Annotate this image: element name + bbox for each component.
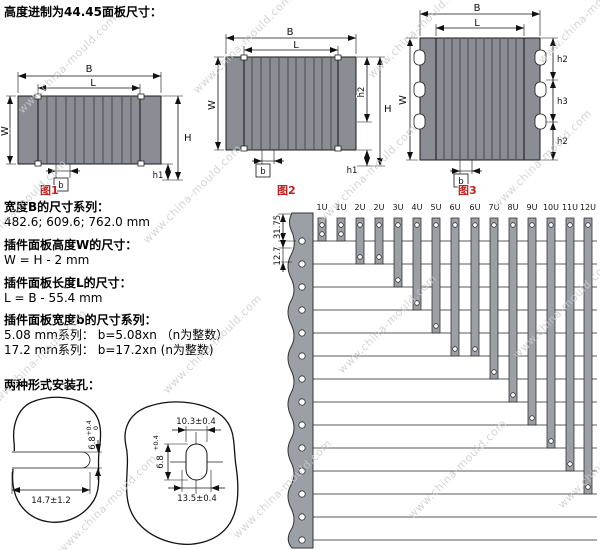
panel-fins — [251, 57, 332, 150]
panel-body — [225, 56, 357, 151]
figure-caption: 图1 — [40, 184, 59, 197]
b-dim-box — [453, 173, 469, 188]
mounting-plate-outline — [11, 396, 102, 523]
figure-caption: 图2 — [277, 184, 296, 197]
slot-height-tol-lower: 0 — [92, 426, 100, 430]
note-heading: 插件面板宽度b的尺寸系列： — [4, 313, 157, 327]
mounting-hole-2-group: 10.3±0.4 13.5±0.4 6.8 +0.4 — [124, 401, 239, 545]
dim-label-h2: h2 — [557, 55, 568, 65]
dim-label-B: B — [287, 27, 294, 38]
page-title: 高度进制为44.45面板尺寸： — [4, 5, 162, 19]
note-line: L = B - 55.4 mm — [4, 291, 103, 305]
dim-label-H: H — [184, 133, 192, 144]
dim-label-b: b — [458, 177, 463, 187]
figure-3-group: B L W h2 h3 h2 — [397, 2, 569, 198]
hole-height-tol-upper: +0.4 — [152, 435, 160, 451]
rack-unit-label: 4U — [412, 203, 423, 212]
rack-unit-label: 7U — [489, 203, 500, 212]
dim-label-b: b — [58, 181, 63, 191]
rack-diagram-group: 1U 1U 2U 2U 3U 4U 5U 6U 6U 7U 8U 9U 10U … — [272, 202, 597, 549]
dim-label-b: b — [260, 167, 265, 177]
rack-pitch-dim: 31.75 — [273, 215, 283, 239]
dim-label-H: H — [384, 104, 392, 115]
edge-notch — [534, 81, 547, 98]
note-heading: 两种形式安装孔： — [4, 378, 101, 392]
edge-notch — [534, 49, 547, 66]
dim-label-B: B — [86, 64, 93, 75]
slot-hole — [12, 451, 82, 469]
rack-unit-label: 1U — [317, 203, 328, 212]
rack-unit-label: 1U — [336, 203, 347, 212]
slot-height-tol-upper: +0.4 — [85, 420, 93, 436]
mounting-plate-outline — [124, 401, 239, 545]
outer-width-dim: 13.5±0.4 — [177, 494, 217, 504]
slot-height-dim: 6.8 — [88, 436, 98, 450]
dim-label-L: L — [90, 78, 96, 89]
edge-notch — [413, 81, 426, 98]
rack-unit-label: 10U — [543, 203, 559, 212]
slot-length-dim: 14.7±1.2 — [31, 496, 71, 506]
dim-label-h2: h2 — [357, 87, 367, 98]
dim-label-L: L — [293, 40, 299, 51]
rack-unit-label: 3U — [393, 203, 404, 212]
panel-body — [419, 37, 541, 161]
figure-2-group: B L W h2 H h1 b 图2 — [206, 26, 393, 198]
rack-unit-label: 6U — [470, 203, 481, 212]
rack-unit-label: 12U — [580, 203, 596, 212]
note-line: 5.08 mm系列： b=5.08xn （n为整数） — [4, 328, 229, 342]
hole-width-dim: 10.3±0.4 — [176, 417, 216, 427]
dim-label-B: B — [474, 3, 481, 14]
note-line: W = H - 2 mm — [4, 253, 90, 267]
rack-rail-holes — [298, 237, 306, 544]
hole-height-dim: 6.8 — [156, 455, 166, 469]
note-heading: 插件面板高度W的尺寸： — [4, 238, 138, 252]
edge-notch — [534, 113, 547, 130]
rack-unit-label: 5U — [431, 203, 442, 212]
mounting-hole-1-group: 14.7±1.2 6.8 +0.4 0 — [6, 396, 102, 523]
dim-label-W: W — [398, 95, 409, 105]
rack-unit-label: 2U — [355, 203, 366, 212]
dim-label-h3: h3 — [557, 97, 568, 107]
dim-label-L: L — [474, 18, 480, 29]
panel-fins — [443, 38, 517, 160]
note-line: 17.2 mm系列： b=17.2xn (n为整数) — [4, 343, 214, 357]
note-line: 482.6; 609.6; 762.0 mm — [4, 215, 150, 229]
note-block: 两种形式安装孔： — [4, 378, 100, 393]
note-block: 插件面板高度W的尺寸： W = H - 2 mm — [4, 238, 137, 268]
rack-unit-label: 8U — [508, 203, 519, 212]
panel-body — [17, 95, 162, 165]
note-heading: 宽度B的尺寸系列： — [4, 200, 110, 214]
note-block: 插件面板长度L的尺寸： L = B - 55.4 mm — [4, 276, 132, 306]
rack-offset-dim: 12.7 — [273, 247, 283, 266]
dim-label-W: W — [0, 126, 11, 136]
edge-notch — [413, 49, 426, 66]
figure-caption: 图3 — [458, 184, 477, 197]
note-block: 宽度B的尺寸系列： 482.6; 609.6; 762.0 mm — [4, 200, 150, 230]
figure-1-group: B L W H h1 b 图1 — [0, 63, 193, 198]
rack-unit-label: 2U — [374, 203, 385, 212]
rack-bars — [317, 217, 593, 495]
oval-hole — [185, 443, 208, 481]
dim-label-h1: h1 — [347, 166, 358, 176]
note-block: 插件面板宽度b的尺寸系列： 5.08 mm系列： b=5.08xn （n为整数）… — [4, 313, 228, 358]
panel-fins — [46, 96, 132, 164]
b-dim-box — [255, 163, 271, 178]
dim-label-h1: h1 — [153, 171, 164, 181]
rack-unit-label: 6U — [450, 203, 461, 212]
dim-label-h2: h2 — [557, 137, 568, 147]
dim-label-W: W — [207, 100, 218, 110]
b-dim-box — [53, 177, 69, 192]
note-heading: 插件面板长度L的尺寸： — [4, 276, 132, 290]
edge-notch — [413, 113, 426, 130]
rack-unit-label: 9U — [527, 203, 538, 212]
rack-unit-label: 11U — [562, 203, 578, 212]
